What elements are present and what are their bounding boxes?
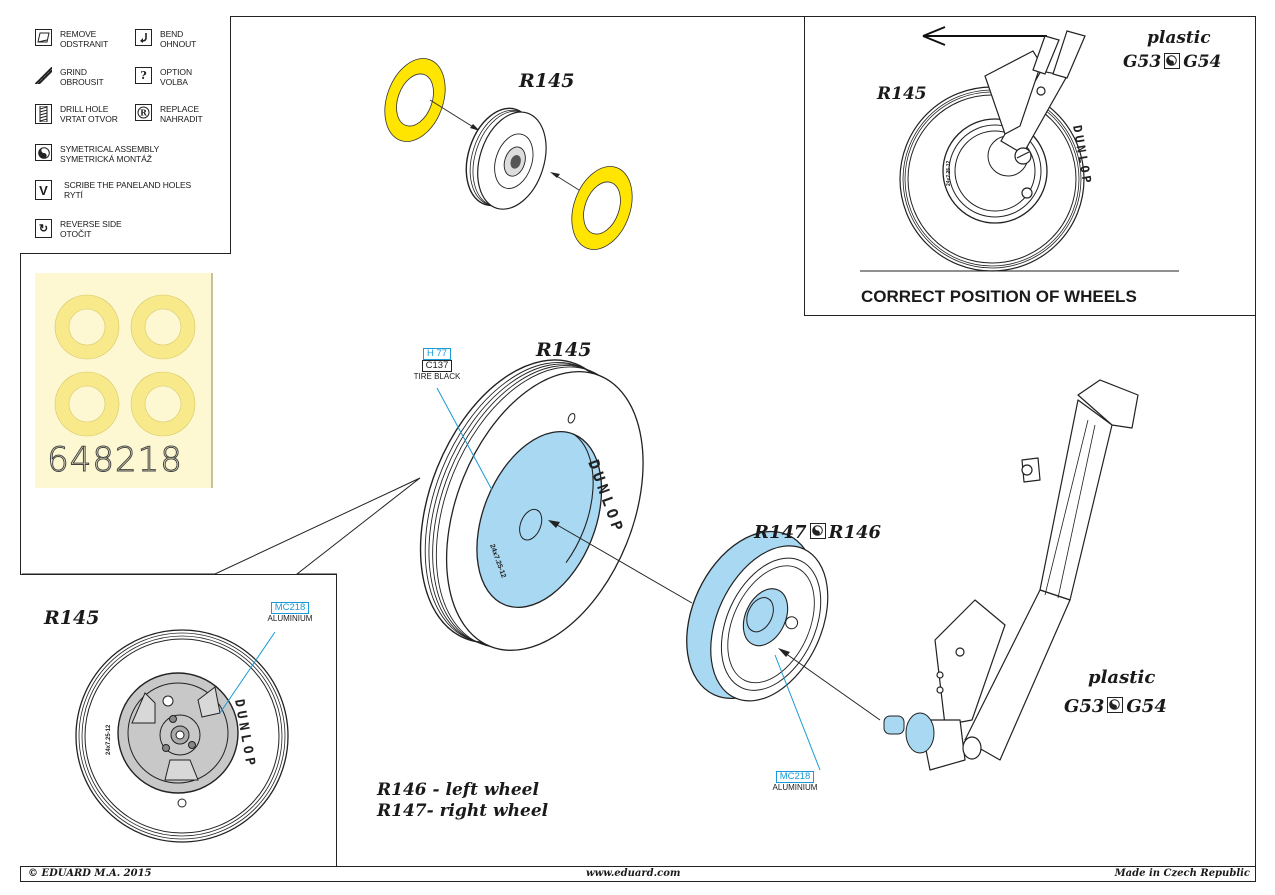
symmetrical-assembly-icon bbox=[809, 523, 826, 539]
main-wheel-part-label: R145 bbox=[536, 339, 592, 361]
mask-ring bbox=[54, 294, 120, 360]
correct-position-material: plastic bbox=[1147, 28, 1211, 48]
wheel-hub-half bbox=[686, 530, 829, 702]
paint-callout-line bbox=[774, 654, 821, 771]
tire-paint-callout: H 77 C137 TIRE BLACK bbox=[397, 348, 477, 381]
reverse-side-icon: ↻ bbox=[35, 219, 52, 238]
wheel-small bbox=[465, 107, 547, 210]
svg-text:R: R bbox=[140, 108, 147, 118]
detail-wheel-drawing: DUNLOP 24x7.25-12 bbox=[75, 629, 289, 843]
sheet-frame bbox=[20, 16, 1256, 882]
bend-icon bbox=[135, 29, 152, 46]
country-of-origin: Made in Czech Republic bbox=[1114, 868, 1250, 879]
strut-material: plastic bbox=[1088, 667, 1156, 688]
yellow-mask-ring bbox=[384, 58, 446, 142]
mask-ring bbox=[130, 371, 196, 437]
arrow-line bbox=[551, 521, 693, 604]
paint-code-hobby: H 77 bbox=[422, 348, 452, 360]
option-icon: ? bbox=[135, 67, 152, 84]
mask-rings bbox=[54, 294, 196, 437]
wheel-hub-well bbox=[476, 431, 603, 609]
wheel-side-note: R146 - left wheel R147- right wheel bbox=[377, 780, 549, 821]
symmetrical-assembly-icon bbox=[1164, 52, 1181, 69]
step1-drawing bbox=[384, 58, 633, 250]
detail-part-label: R145 bbox=[44, 607, 100, 629]
paint-code: MC218 bbox=[270, 602, 310, 614]
correct-position-part-label: R145 bbox=[877, 84, 927, 104]
paint-code-mr-color: C137 bbox=[421, 360, 453, 372]
hub-paint-callout: MC218 ALUMINIUM bbox=[755, 771, 835, 792]
paint-name: ALUMINIUM bbox=[772, 783, 818, 792]
drill-hole-icon bbox=[35, 104, 52, 124]
grind-icon bbox=[35, 67, 52, 84]
step1-part-label: R145 bbox=[519, 70, 575, 92]
yellow-mask-ring bbox=[571, 166, 633, 250]
scribe-icon: V bbox=[35, 180, 52, 200]
wheel-side-view: DUNLOP 24x7.25-12 bbox=[899, 86, 1094, 272]
paint-callout-line bbox=[436, 387, 493, 491]
correct-position-caption: CORRECT POSITION OF WHEELS bbox=[861, 287, 1137, 306]
detail-inset: DUNLOP 24x7.25-12 R145 MC218 ALUMINIUM bbox=[20, 574, 337, 866]
symmetrical-assembly-icon bbox=[35, 144, 52, 161]
replace-icon: R bbox=[135, 104, 152, 121]
paint-callout-line bbox=[219, 631, 276, 714]
detail-paint-callout: MC218 ALUMINIUM bbox=[250, 602, 330, 623]
correct-position-drawing: DUNLOP 24x7.25-12 bbox=[860, 26, 1179, 272]
website-link[interactable]: www.eduard.com bbox=[586, 868, 681, 879]
landing-gear-strut bbox=[919, 379, 1139, 771]
symmetrical-assembly-icon bbox=[1107, 697, 1124, 713]
remove-icon bbox=[35, 29, 52, 46]
paint-code: MC218 bbox=[775, 771, 815, 783]
mask-ring bbox=[130, 294, 196, 360]
strut-top bbox=[984, 30, 1086, 199]
paint-name: TIRE BLACK bbox=[413, 372, 461, 381]
mask-ring bbox=[54, 371, 120, 437]
mask-set-number: 648218 bbox=[47, 440, 183, 481]
tire-size-text: 24x7.25-12 bbox=[946, 160, 952, 186]
footer: © EDUARD M.A. 2015 www.eduard.com Made i… bbox=[20, 866, 1256, 882]
paint-name: ALUMINIUM bbox=[267, 614, 313, 623]
detail-callout-lines bbox=[22, 477, 421, 575]
copyright: © EDUARD M.A. 2015 bbox=[28, 868, 152, 879]
wheel-front-view bbox=[75, 629, 289, 843]
mask-sheet: 648218 bbox=[35, 273, 213, 488]
tire-size-text: 24x7.25-12 bbox=[106, 724, 112, 755]
axle-stub bbox=[883, 712, 935, 754]
main-tire bbox=[419, 359, 644, 651]
arrow-line bbox=[429, 99, 479, 131]
arrow-line bbox=[784, 652, 881, 721]
